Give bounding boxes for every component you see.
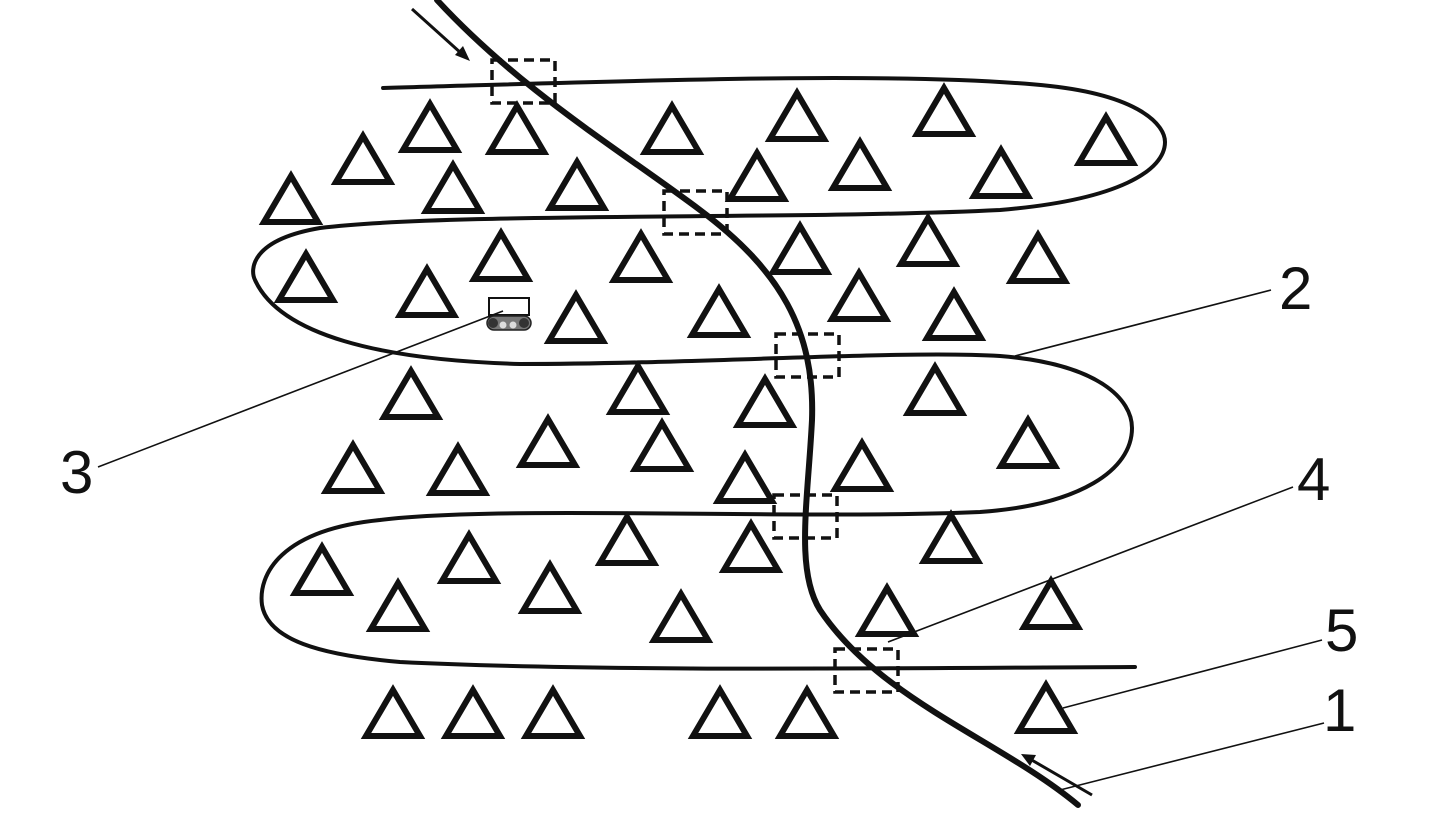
tree-icon xyxy=(629,417,695,472)
tree-icon xyxy=(724,147,790,202)
arrow-icon-bottom xyxy=(1021,754,1093,797)
tree-icon xyxy=(320,439,386,494)
tree-icon xyxy=(608,228,674,283)
tree-group xyxy=(258,82,1139,739)
tree-icon xyxy=(826,267,892,322)
callout-label-2: 2 xyxy=(1279,255,1312,322)
tree-icon xyxy=(911,82,977,137)
tree-icon xyxy=(1013,679,1079,734)
tree-icon xyxy=(774,684,840,739)
tree-icon xyxy=(648,588,714,643)
tree-icon xyxy=(360,684,426,739)
tree-icon xyxy=(764,87,830,142)
tree-icon xyxy=(543,289,609,344)
leader-line-4 xyxy=(887,486,1294,643)
tree-icon xyxy=(921,286,987,341)
tree-icon xyxy=(829,437,895,492)
tree-icon xyxy=(1005,229,1071,284)
tree-icon xyxy=(289,541,355,596)
tree-icon xyxy=(895,212,961,267)
tree-icon xyxy=(273,248,339,303)
tree-icon xyxy=(995,414,1061,469)
crossing-box-4 xyxy=(772,493,839,540)
tree-icon xyxy=(718,518,784,573)
callout-label-4: 4 xyxy=(1297,446,1330,513)
leader-line-2 xyxy=(1014,289,1272,357)
tree-icon xyxy=(1073,111,1139,166)
leader-line-3 xyxy=(97,310,504,468)
tree-icon xyxy=(520,684,586,739)
crossing-box-2 xyxy=(662,189,729,236)
tree-icon xyxy=(258,170,324,225)
tree-icon xyxy=(420,159,486,214)
tracked-vehicle-icon xyxy=(486,297,532,331)
callout-label-3: 3 xyxy=(60,439,93,506)
tree-icon xyxy=(397,98,463,153)
serpentine-path xyxy=(251,76,1167,671)
tree-icon xyxy=(425,441,491,496)
tree-icon xyxy=(330,130,396,185)
tree-icon xyxy=(827,136,893,191)
tree-icon xyxy=(440,684,506,739)
tree-icon xyxy=(544,156,610,211)
tree-icon xyxy=(968,144,1034,199)
tree-icon xyxy=(365,577,431,632)
leader-line-1 xyxy=(1059,722,1325,791)
leader-lines xyxy=(97,289,1325,791)
crossing-box-3 xyxy=(774,332,841,379)
tree-icon xyxy=(902,361,968,416)
tree-icon xyxy=(732,373,798,428)
tree-icon xyxy=(767,220,833,275)
main-road xyxy=(434,0,1081,808)
arrow-icon-top xyxy=(410,7,470,61)
tree-icon xyxy=(378,365,444,420)
tree-icon xyxy=(515,413,581,468)
tree-icon xyxy=(394,263,460,318)
tree-icon xyxy=(686,283,752,338)
tree-icon xyxy=(712,449,778,504)
crossing-box-5 xyxy=(833,647,900,694)
crossing-boxes xyxy=(490,58,900,694)
tree-icon xyxy=(517,559,583,614)
callout-label-5: 5 xyxy=(1325,597,1358,664)
crossing-box-1 xyxy=(490,58,557,105)
tree-icon xyxy=(436,529,502,584)
tree-icon xyxy=(1018,575,1084,630)
tree-icon xyxy=(594,511,660,566)
tree-icon xyxy=(854,582,920,637)
callout-label-1: 1 xyxy=(1323,677,1356,744)
tree-icon xyxy=(468,227,534,282)
tree-icon xyxy=(687,684,753,739)
tree-icon xyxy=(605,360,671,415)
leader-line-5 xyxy=(1062,639,1323,709)
tree-icon xyxy=(639,100,705,155)
tree-icon xyxy=(918,509,984,564)
tree-icon xyxy=(484,100,550,155)
